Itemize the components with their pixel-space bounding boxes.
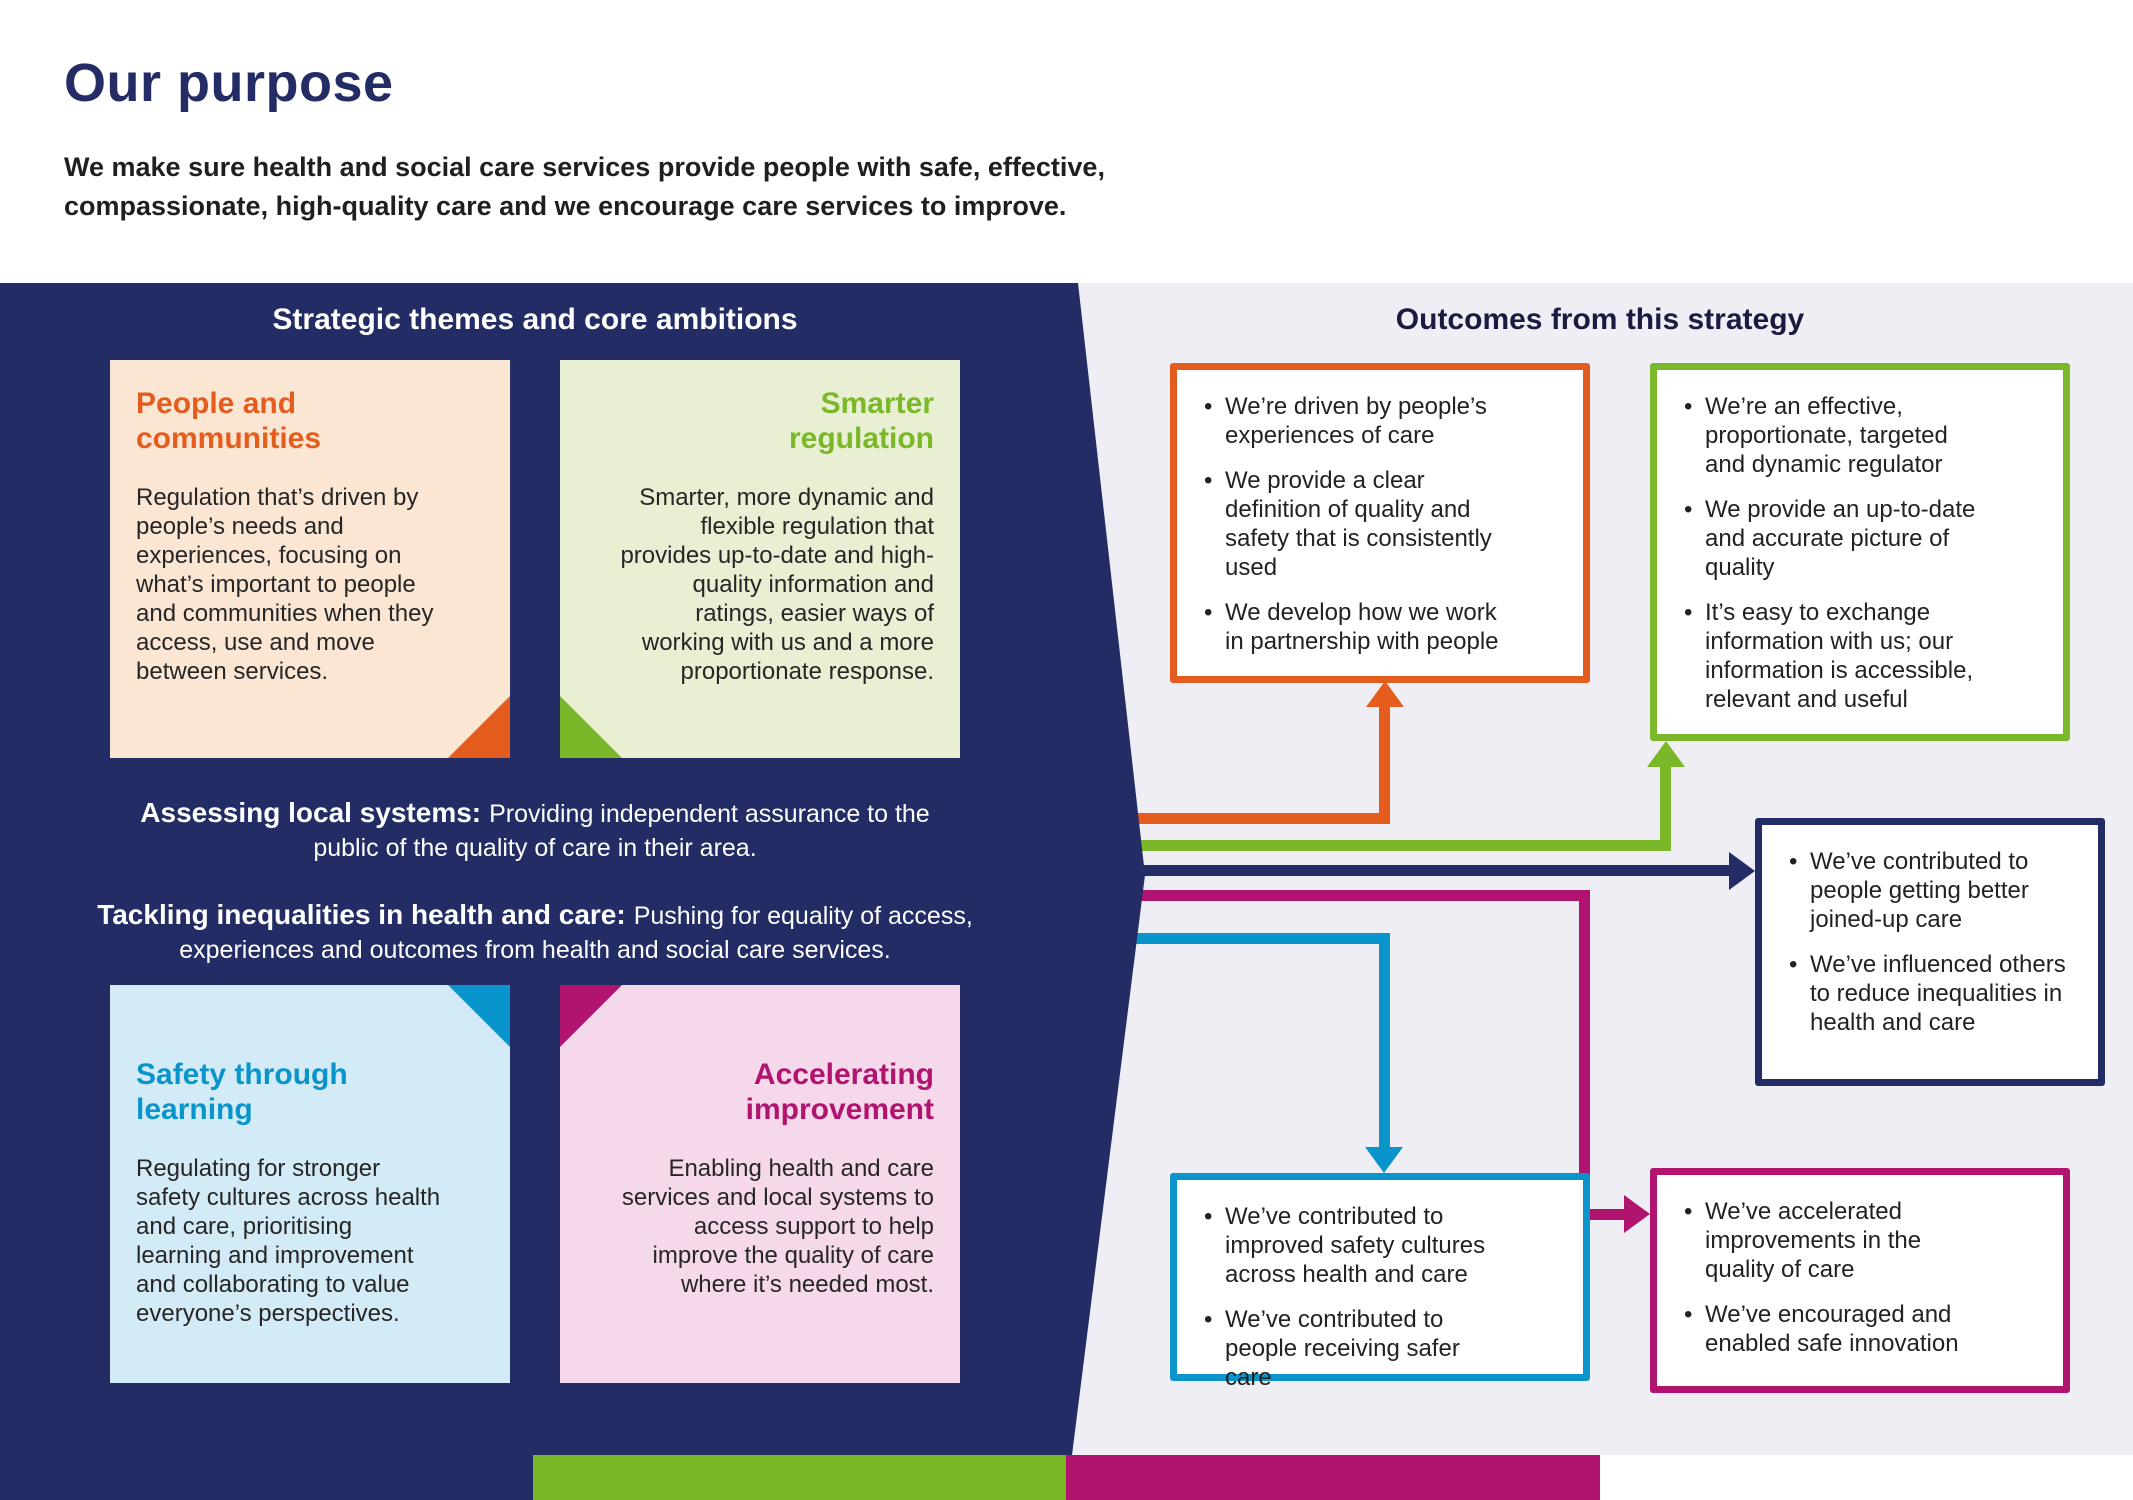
bullet-item: We’ve contributed to people getting bett… [1784, 847, 2072, 934]
outcome-bullet-list: We’ve accelerated improvements in the qu… [1679, 1197, 2037, 1358]
orange-arrow [1100, 813, 1390, 824]
ambition-assessing-local-systems: Assessing local systems:Providing indepe… [105, 795, 965, 865]
magenta-arrow [1579, 890, 1590, 1220]
theme-card-smarter-regulation: Smarter regulation Smarter, more dynamic… [560, 360, 960, 758]
card-title: Safety through learning [136, 1058, 348, 1127]
card-body: Enabling health and care services and lo… [621, 1154, 934, 1298]
card-body: Regulating for stronger safety cultures … [136, 1154, 441, 1327]
navy-arrowhead-icon [1729, 852, 1755, 890]
outcomes-heading: Outcomes from this strategy [1395, 303, 1805, 336]
magenta-arrowhead-icon [1624, 1195, 1650, 1233]
strip-segment-green [533, 1455, 1066, 1500]
bullet-item: We provide a clear definition of quality… [1199, 466, 1511, 582]
card-body: Smarter, more dynamic and flexible regul… [620, 483, 934, 685]
orange-arrow [1379, 703, 1390, 824]
page-title: Our purpose [64, 53, 394, 113]
outcome-bullet-list: We’re an effective, proportionate, targe… [1679, 392, 2037, 714]
ambition-lead: Tackling inequalities in health and care… [97, 899, 626, 930]
card-title: Accelerating improvement [745, 1058, 934, 1127]
bullet-item: We provide an up-to-date and accurate pi… [1679, 495, 1991, 582]
bullet-item: We’ve influenced others to reduce inequa… [1784, 950, 2072, 1037]
outcome-bullet-list: We’ve contributed to people getting bett… [1784, 847, 2072, 1037]
magenta-arrow [1100, 890, 1590, 901]
footer-color-strip [0, 1455, 2133, 1500]
outcome-bullet-list: We’re driven by people’s experiences of … [1199, 392, 1557, 656]
bullet-item: We’ve contributed to people receiving sa… [1199, 1305, 1511, 1392]
green-arrow [1100, 840, 1671, 851]
strategic-themes-panel: Strategic themes and core ambitions Peop… [0, 283, 1145, 1455]
card-title: Smarter regulation [788, 387, 934, 456]
corner-triangle-icon [448, 985, 510, 1047]
orange-arrowhead-icon [1366, 681, 1404, 707]
blue-arrow [1100, 933, 1390, 944]
strip-segment-white [1600, 1455, 2133, 1500]
outcome-box-local-systems: We’ve contributed to people getting bett… [1755, 818, 2105, 1086]
corner-triangle-icon [448, 696, 510, 758]
page-subtitle: We make sure health and social care serv… [64, 152, 1105, 222]
ambition-text: Providing independent assurance to the p… [313, 800, 930, 862]
outcome-bullet-list: We’ve contributed to improved safety cul… [1199, 1202, 1557, 1392]
theme-card-accelerating-improvement: Accelerating improvement Enabling health… [560, 985, 960, 1383]
card-title: People and communities [136, 387, 322, 456]
blue-arrow [1379, 933, 1390, 1149]
bullet-item: We’ve contributed to improved safety cul… [1199, 1202, 1511, 1289]
theme-card-safety-through-learning: Safety through learning Regulating for s… [110, 985, 510, 1383]
bullet-item: We’ve encouraged and enabled safe innova… [1679, 1300, 1991, 1358]
blue-arrowhead-icon [1365, 1147, 1403, 1173]
bullet-item: We’ve accelerated improvements in the qu… [1679, 1197, 1991, 1284]
ambition-text: Pushing for equality of access, experien… [179, 902, 973, 964]
magenta-arrow [1579, 1209, 1626, 1220]
bullet-item: We’re an effective, proportionate, targe… [1679, 392, 1991, 479]
bullet-item: We’re driven by people’s experiences of … [1199, 392, 1511, 450]
strip-segment-navy [0, 1455, 533, 1500]
strategic-heading: Strategic themes and core ambitions [272, 303, 798, 336]
strip-segment-magenta [1066, 1455, 1600, 1500]
outcome-box-accelerating-improvement: We’ve accelerated improvements in the qu… [1650, 1168, 2070, 1393]
ambition-tackling-inequalities: Tackling inequalities in health and care… [95, 897, 975, 967]
outcome-box-people-experiences: We’re driven by people’s experiences of … [1170, 363, 1590, 683]
navy-arrow [1100, 865, 1733, 876]
bullet-item: We develop how we work in partnership wi… [1199, 598, 1511, 656]
outcome-box-smarter-regulation: We’re an effective, proportionate, targe… [1650, 363, 2070, 741]
outcome-box-safety-cultures: We’ve contributed to improved safety cul… [1170, 1173, 1590, 1391]
ambition-lead: Assessing local systems: [140, 797, 482, 828]
bullet-item: It’s easy to exchange information with u… [1679, 598, 1991, 714]
corner-triangle-icon [560, 696, 622, 758]
corner-triangle-icon [560, 985, 622, 1047]
card-body: Regulation that’s driven by people’s nee… [136, 483, 434, 685]
theme-card-people-and-communities: People and communities Regulation that’s… [110, 360, 510, 758]
green-arrow [1660, 765, 1671, 851]
green-arrowhead-icon [1647, 741, 1685, 767]
main-diagram: Outcomes from this strategy We’re driven… [0, 283, 2133, 1455]
